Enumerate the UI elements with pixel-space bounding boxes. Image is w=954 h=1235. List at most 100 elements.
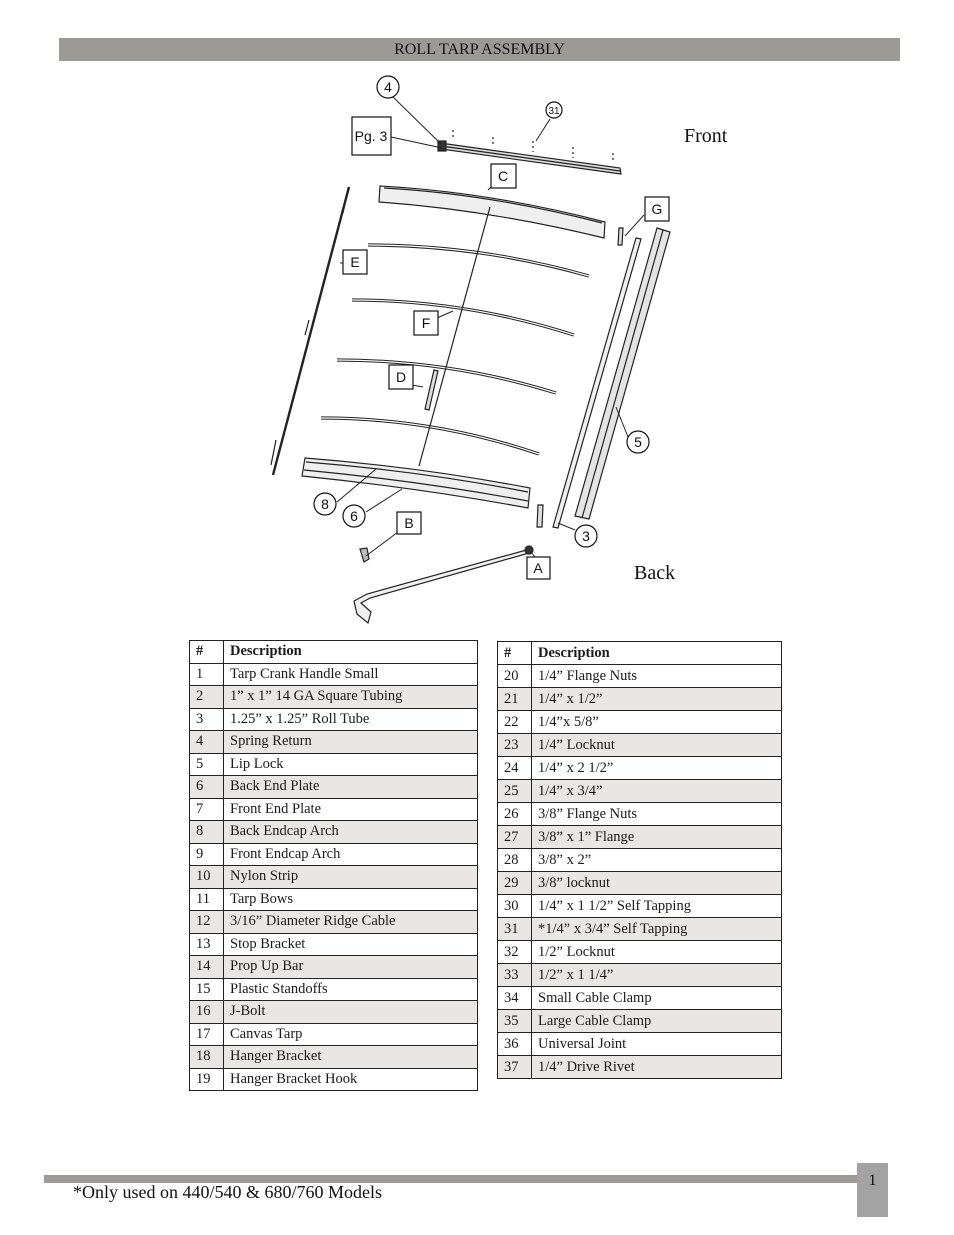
spring-return-rod [437, 130, 622, 175]
column-header-number: # [497, 641, 532, 665]
callout-5: 5 [634, 434, 642, 450]
ridge-cable [418, 206, 491, 467]
part-number-cell: 31 [497, 917, 532, 941]
callout-d: D [396, 369, 406, 385]
callout-8: 8 [321, 496, 329, 512]
callout-6: 6 [350, 508, 358, 524]
part-description-cell: 1/2” Locknut [531, 940, 782, 964]
part-description-cell: 3/8” Flange Nuts [531, 802, 782, 826]
part-number-cell: 17 [189, 1022, 224, 1046]
footnote: *Only used on 440/540 & 680/760 Models [73, 1182, 382, 1202]
part-description-cell: Hanger Bracket [223, 1045, 478, 1069]
part-number-cell: 15 [189, 977, 224, 1001]
part-number-cell: 35 [497, 1009, 532, 1033]
part-description-cell: Small Cable Clamp [531, 986, 782, 1010]
part-description-cell: 1/4”x 5/8” [531, 710, 782, 734]
part-description-cell: Stop Bracket [223, 932, 478, 956]
part-description-cell: Front End Plate [223, 797, 478, 821]
part-number-cell: 19 [189, 1067, 224, 1091]
roll-tube [552, 237, 642, 529]
part-description-cell: 3/8” x 2” [531, 848, 782, 872]
part-number-cell: 9 [189, 842, 224, 866]
part-description-cell: Canvas Tarp [223, 1022, 478, 1046]
part-description-cell: Hanger Bracket Hook [223, 1067, 478, 1091]
part-number-cell: 26 [497, 802, 532, 826]
part-number-cell: 2 [189, 685, 224, 709]
part-description-cell: Universal Joint [531, 1032, 782, 1056]
callout-3: 3 [582, 528, 590, 544]
part-number-cell: 11 [189, 887, 224, 911]
part-number-cell: 8 [189, 820, 224, 844]
part-description-cell: 1/4” x 1 1/2” Self Tapping [531, 894, 782, 918]
column-header-description: Description [531, 641, 782, 665]
part-number-cell: 3 [189, 707, 224, 731]
table-header-row: # Description [497, 641, 782, 665]
part-description-cell: Prop Up Bar [223, 955, 478, 979]
part-number-cell: 20 [497, 664, 532, 688]
tarp-bow [320, 416, 540, 456]
part-number-cell: 34 [497, 986, 532, 1010]
callout-f: F [422, 315, 431, 331]
part-description-cell: *1/4” x 3/4” Self Tapping [531, 917, 782, 941]
part-number-cell: 28 [497, 848, 532, 872]
part-number-cell: 12 [189, 910, 224, 934]
callout-e: E [350, 254, 359, 270]
part-description-cell: J-Bolt [223, 1000, 478, 1024]
footer-divider [44, 1175, 858, 1183]
part-description-cell: 1/2” x 1 1/4” [531, 963, 782, 987]
part-number-cell: 25 [497, 779, 532, 803]
callout-g: G [652, 201, 663, 217]
part-description-cell: 3/8” x 1” Flange [531, 825, 782, 849]
part-number-cell: 23 [497, 733, 532, 757]
part-description-cell: Large Cable Clamp [531, 1009, 782, 1033]
part-description-cell: Nylon Strip [223, 865, 478, 889]
part-description-cell: 1/4” x 3/4” [531, 779, 782, 803]
part-number-cell: 1 [189, 662, 224, 686]
part-description-cell: 1.25” x 1.25” Roll Tube [223, 707, 478, 731]
part-number-cell: 16 [189, 1000, 224, 1024]
part-number-cell: 27 [497, 825, 532, 849]
part-description-cell: Tarp Bows [223, 887, 478, 911]
table-row: 31*1/4” x 3/4” Self Tapping [497, 917, 782, 941]
part-number-cell: 33 [497, 963, 532, 987]
page-title: ROLL TARP ASSEMBLY [59, 38, 900, 61]
part-number-cell: 30 [497, 894, 532, 918]
callout-b: B [404, 515, 413, 531]
part-description-cell: Back End Plate [223, 775, 478, 799]
front-endcap-arch [378, 185, 606, 239]
part-number-cell: 36 [497, 1032, 532, 1056]
part-number-cell: 21 [497, 687, 532, 711]
part-description-cell: 3/8” locknut [531, 871, 782, 895]
part-number-cell: 13 [189, 932, 224, 956]
column-header-description: Description [223, 640, 478, 664]
part-number-cell: 22 [497, 710, 532, 734]
part-number-cell: 18 [189, 1045, 224, 1069]
part-number-cell: 37 [497, 1055, 532, 1079]
page-number: 1 [857, 1163, 888, 1217]
back-label: Back [634, 562, 675, 584]
